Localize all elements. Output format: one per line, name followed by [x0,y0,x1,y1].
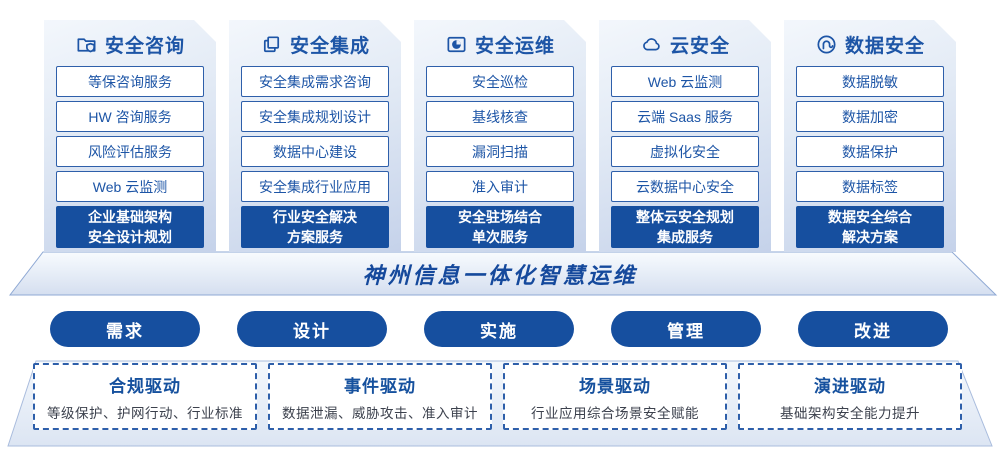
phase-pill-requirements[interactable]: 需求 [50,311,200,347]
service-item[interactable]: 等保咨询服务 [56,66,204,97]
column-title: 安全运维 [474,35,555,57]
column-footer[interactable]: 整体云安全规划 集成服务 [611,206,759,248]
service-item[interactable]: 漏洞扫描 [426,136,574,167]
service-item[interactable]: 云数据中心安全 [611,171,759,202]
driver-evolution: 演进驱动 基础架构安全能力提升 [738,363,962,430]
cloud-icon [640,33,663,56]
column-header: 安全运维 [414,20,586,57]
phase-pill-improvement[interactable]: 改进 [798,311,948,347]
footer-line: 单次服务 [472,229,528,245]
footer-line: 方案服务 [287,229,343,245]
footer-line: 集成服务 [657,229,713,245]
phase-pills: 需求 设计 实施 管理 改进 [50,311,948,347]
service-columns: 安全咨询 等保咨询服务 HW 咨询服务 风险评估服务 Web 云监测 企业基础架… [44,20,956,252]
service-item[interactable]: 风险评估服务 [56,136,204,167]
service-item[interactable]: 数据脱敏 [796,66,944,97]
service-item[interactable]: 安全集成规划设计 [241,101,389,132]
service-item[interactable]: HW 咨询服务 [56,101,204,132]
column-header: 数据安全 [784,20,956,57]
phase-pill-design[interactable]: 设计 [237,311,387,347]
banner-platform [8,251,998,296]
service-item[interactable]: 安全集成需求咨询 [241,66,389,97]
service-item[interactable]: 准入审计 [426,171,574,202]
driver-title: 场景驱动 [579,376,651,396]
column-footer[interactable]: 行业安全解决 方案服务 [241,206,389,248]
service-item[interactable]: 数据加密 [796,101,944,132]
column-footer[interactable]: 企业基础架构 安全设计规划 [56,206,204,248]
column-data-security: 数据安全 数据脱敏 数据加密 数据保护 数据标签 数据安全综合 解决方案 [784,20,956,252]
column-items: 安全集成需求咨询 安全集成规划设计 数据中心建设 安全集成行业应用 [229,56,401,202]
footer-line: 数据安全综合 [828,208,912,225]
column-title: 云安全 [669,35,730,57]
service-item[interactable]: 安全巡检 [426,66,574,97]
service-item[interactable]: 基线核查 [426,101,574,132]
footer-line: 安全驻场结合 [458,208,542,225]
folder-shield-icon [75,33,98,56]
driver-title: 合规驱动 [109,376,181,396]
column-header: 云安全 [599,20,771,57]
column-title: 安全咨询 [104,35,185,57]
driver-title: 演进驱动 [814,376,886,396]
column-security-consulting: 安全咨询 等保咨询服务 HW 咨询服务 风险评估服务 Web 云监测 企业基础架… [44,20,216,252]
documents-icon [260,33,283,56]
column-footer[interactable]: 安全驻场结合 单次服务 [426,206,574,248]
phase-pill-implementation[interactable]: 实施 [424,311,574,347]
column-cloud-security: 云安全 Web 云监测 云端 Saas 服务 虚拟化安全 云数据中心安全 整体云… [599,20,771,252]
driver-incident: 事件驱动 数据泄漏、威胁攻击、准入审计 [268,363,492,430]
driver-desc: 基础架构安全能力提升 [780,405,920,421]
column-items: 数据脱敏 数据加密 数据保护 数据标签 [784,56,956,202]
service-item[interactable]: Web 云监测 [611,66,759,97]
service-item[interactable]: 安全集成行业应用 [241,171,389,202]
phase-pill-management[interactable]: 管理 [611,311,761,347]
monitor-pie-icon [445,33,468,56]
footer-line: 整体云安全规划 [636,208,734,225]
footer-line: 企业基础架构 [88,208,172,225]
service-item[interactable]: 云端 Saas 服务 [611,101,759,132]
column-footer[interactable]: 数据安全综合 解决方案 [796,206,944,248]
service-item[interactable]: 虚拟化安全 [611,136,759,167]
service-item[interactable]: Web 云监测 [56,171,204,202]
column-title: 安全集成 [289,35,370,57]
footer-line: 解决方案 [842,229,898,245]
driver-desc: 行业应用综合场景安全赋能 [531,405,699,421]
driver-desc: 数据泄漏、威胁攻击、准入审计 [282,405,478,421]
driver-desc: 等级保护、护网行动、行业标准 [47,405,243,421]
column-title: 数据安全 [844,35,925,57]
service-item[interactable]: 数据标签 [796,171,944,202]
banner-title: 神州信息一体化智慧运维 [362,263,638,288]
column-header: 安全集成 [229,20,401,57]
footer-line: 安全设计规划 [88,229,172,245]
driver-boxes: 合规驱动 等级保护、护网行动、行业标准 事件驱动 数据泄漏、威胁攻击、准入审计 … [33,363,962,430]
footer-line: 行业安全解决 [273,208,357,225]
driver-compliance: 合规驱动 等级保护、护网行动、行业标准 [33,363,257,430]
service-item[interactable]: 数据中心建设 [241,136,389,167]
column-items: 等保咨询服务 HW 咨询服务 风险评估服务 Web 云监测 [44,56,216,202]
driver-title: 事件驱动 [344,376,416,396]
column-security-integration: 安全集成 安全集成需求咨询 安全集成规划设计 数据中心建设 安全集成行业应用 行… [229,20,401,252]
driver-scenario: 场景驱动 行业应用综合场景安全赋能 [503,363,727,430]
column-header: 安全咨询 [44,20,216,57]
column-items: 安全巡检 基线核查 漏洞扫描 准入审计 [414,56,586,202]
fingerprint-spiral-icon [815,33,838,56]
service-item[interactable]: 数据保护 [796,136,944,167]
column-security-operations: 安全运维 安全巡检 基线核查 漏洞扫描 准入审计 安全驻场结合 单次服务 [414,20,586,252]
column-items: Web 云监测 云端 Saas 服务 虚拟化安全 云数据中心安全 [599,56,771,202]
